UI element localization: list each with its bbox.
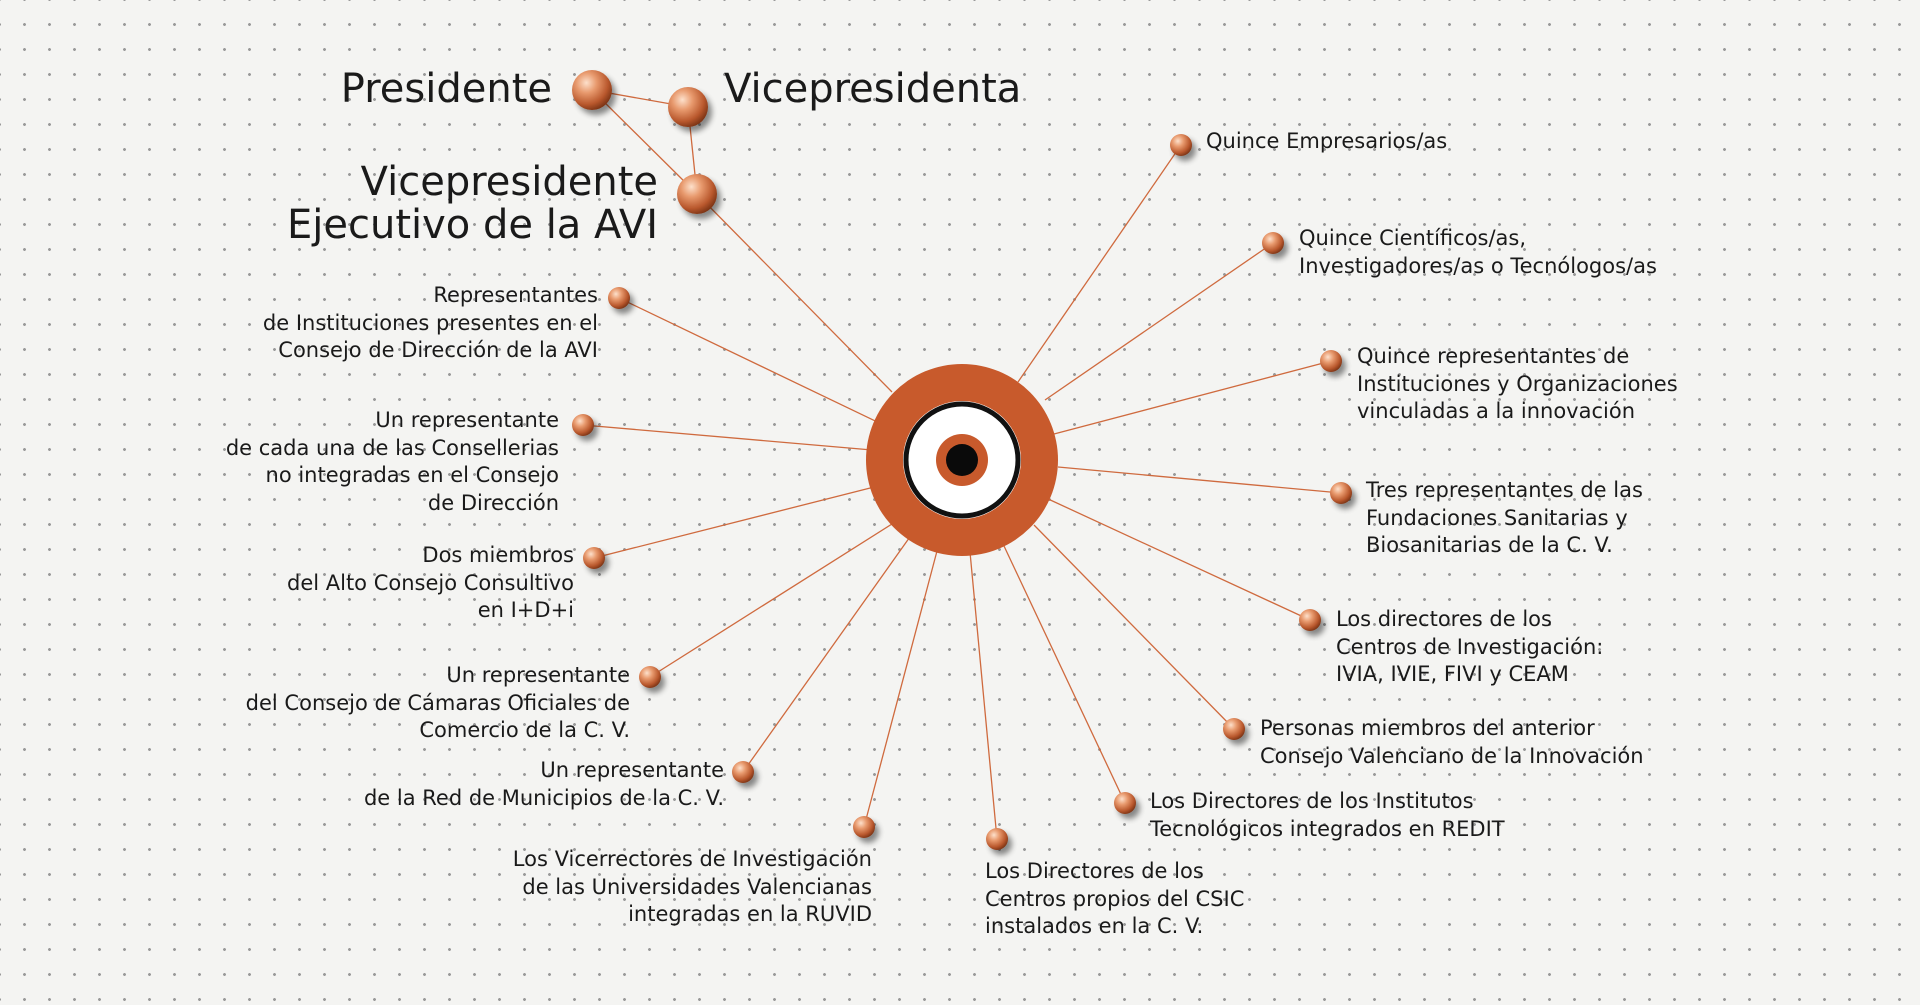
label-left-6: Los Vicerrectores de Investigación de la… [513, 846, 872, 929]
label-line: Los Directores de los Institutos [1150, 789, 1474, 813]
label-line: Los Vicerrectores de Investigación [512, 847, 872, 871]
node-left-3 [583, 547, 605, 569]
label-line: Representantes [433, 283, 598, 307]
label-line: IVIA, IVIE, FIVI y CEAM [1336, 662, 1569, 686]
label-line: Quince representantes de [1357, 344, 1630, 368]
label-left-4: Un representante del Consejo de Cámaras … [246, 662, 630, 745]
label-line: Investigadores/as o Tecnólogos/as [1299, 253, 1657, 278]
link-right-2 [1044, 242, 1274, 401]
label-line: Vicepresidenta [724, 66, 1022, 112]
label-line: Vicepresidente [360, 159, 658, 205]
label-line: Ejecutivo de la AVI [286, 202, 658, 248]
node-left-1 [608, 287, 630, 309]
label-right-4: Tres representantes de las Fundaciones S… [1366, 477, 1643, 560]
label-left-3: Dos miembros del Alto Consejo Consultivo… [287, 542, 574, 625]
node-right-2 [1262, 232, 1284, 254]
node-vicepresidente-ejecutivo [677, 174, 717, 214]
node-left-5 [732, 761, 754, 783]
label-vicepresidenta: Vicepresidenta [724, 68, 1021, 111]
label-right-7: Los Directores de los Institutos Tecnoló… [1150, 788, 1505, 843]
label-line: Comercio de la C. V. [419, 718, 630, 742]
link-left-2 [582, 424, 873, 451]
label-line: no integradas en el Consejo [265, 463, 559, 487]
label-line: Un representante [540, 758, 724, 782]
label-line: en I+D+i [477, 598, 574, 622]
node-right-6 [1223, 718, 1245, 740]
label-line: Biosanitarias de la C. V. [1366, 533, 1613, 557]
label-line: Consejo Valenciano de la Innovación [1260, 743, 1644, 768]
label-line: Consejo de Dirección de la AVI [278, 338, 598, 362]
label-line: Un representante [375, 408, 559, 432]
node-right-1 [1170, 134, 1192, 156]
node-vicepresidenta [668, 87, 708, 127]
label-left-2: Un representante de cada una de las Cons… [226, 407, 559, 517]
node-left-2 [572, 414, 594, 436]
link-left-1 [618, 297, 895, 431]
label-line: Tecnológicos integrados en REDIT [1150, 816, 1505, 841]
label-left-5: Un representante de la Red de Municipios… [364, 757, 724, 812]
label-right-6: Personas miembros del anterior Consejo V… [1260, 715, 1644, 770]
label-line: Quince Científicos/as, [1299, 226, 1527, 250]
node-right-8 [986, 828, 1008, 850]
label-line: Los Directores de los [985, 859, 1204, 883]
link-right-5 [1045, 497, 1311, 621]
link-left-6 [863, 550, 938, 828]
label-left-1: Representantes de Instituciones presente… [263, 282, 598, 365]
label-line: Un representante [446, 663, 630, 687]
label-line: de cada una de las Consellerias [225, 435, 559, 460]
label-line: Presidente [340, 66, 552, 112]
target-icon-core [946, 444, 978, 476]
label-line: de la Red de Municipios de la C. V. [363, 785, 724, 810]
label-right-2: Quince Científicos/as, Investigadores/as… [1299, 225, 1657, 280]
link-presidente-vicepresidente [591, 89, 698, 195]
label-line: Quince Empresarios/as [1206, 129, 1448, 153]
label-line: Personas miembros del anterior [1260, 716, 1595, 740]
label-right-8: Los Directores de los Centros propios de… [985, 858, 1244, 941]
label-right-5: Los directores de los Centros de Investi… [1336, 606, 1603, 689]
label-line: Instituciones y Organizaciones [1357, 371, 1678, 396]
label-line: Tres representantes de las [1366, 478, 1643, 502]
link-vicepresidente-center [696, 193, 893, 393]
center-hub [866, 364, 1058, 556]
connector-lines [582, 89, 1342, 840]
label-right-1: Quince Empresarios/as [1206, 128, 1447, 156]
node-left-6 [853, 816, 875, 838]
link-right-8 [969, 551, 998, 840]
link-left-5 [742, 533, 913, 773]
node-presidente [572, 70, 612, 110]
node-right-3 [1320, 350, 1342, 372]
node-right-7 [1114, 792, 1136, 814]
label-line: del Consejo de Cámaras Oficiales de [245, 690, 630, 715]
label-line: de Dirección [427, 490, 559, 515]
label-line: integradas en la RUVID [628, 902, 872, 926]
target-icon-ring [903, 401, 1021, 519]
link-right-7 [1003, 545, 1126, 804]
label-presidente: Presidente [341, 68, 552, 111]
label-line: del Alto Consejo Consultivo [286, 570, 574, 595]
node-left-4 [639, 666, 661, 688]
label-line: instalados en la C. V. [985, 914, 1204, 938]
label-line: Centros de Investigación: [1336, 634, 1604, 659]
node-right-5 [1299, 609, 1321, 631]
link-left-3 [593, 483, 887, 559]
label-line: Centros propios del CSIC [985, 886, 1245, 911]
label-right-3: Quince representantes de Instituciones y… [1357, 343, 1678, 426]
node-right-4 [1330, 482, 1352, 504]
label-line: Fundaciones Sanitarias y [1366, 505, 1628, 530]
label-line: de las Universidades Valencianas [522, 874, 872, 899]
label-line: Dos miembros [422, 543, 574, 567]
label-vicepresidente-ejecutivo: Vicepresidente Ejecutivo de la AVI [287, 161, 658, 247]
label-line: vinculadas a la innovación [1357, 399, 1636, 423]
label-line: Los directores de los [1336, 607, 1552, 631]
label-line: de Instituciones presentes en el [262, 310, 598, 335]
link-right-6 [1033, 524, 1235, 730]
link-right-1 [1017, 144, 1182, 383]
link-right-4 [1057, 466, 1342, 494]
link-right-3 [1053, 360, 1332, 435]
member-nodes [572, 70, 1352, 850]
link-left-4 [649, 516, 904, 678]
